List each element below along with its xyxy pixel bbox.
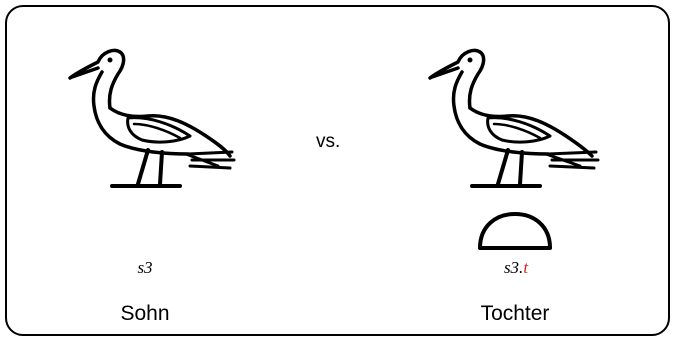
transliteration-son: s3 [137,258,153,277]
vs-separator: vs. [316,131,341,152]
duck-hieroglyph-icon [428,48,600,188]
diagram-frame [5,5,670,336]
transliteration-daughter: s3.t [466,258,566,278]
bread-loaf-hieroglyph-icon [478,212,552,250]
duck-hieroglyph-icon [68,48,236,188]
meaning-daughter: Tochter [480,302,550,325]
transliteration-stem: s3. [503,258,524,277]
meaning-son: Sohn [120,302,170,325]
feminine-ending: t [523,258,529,277]
